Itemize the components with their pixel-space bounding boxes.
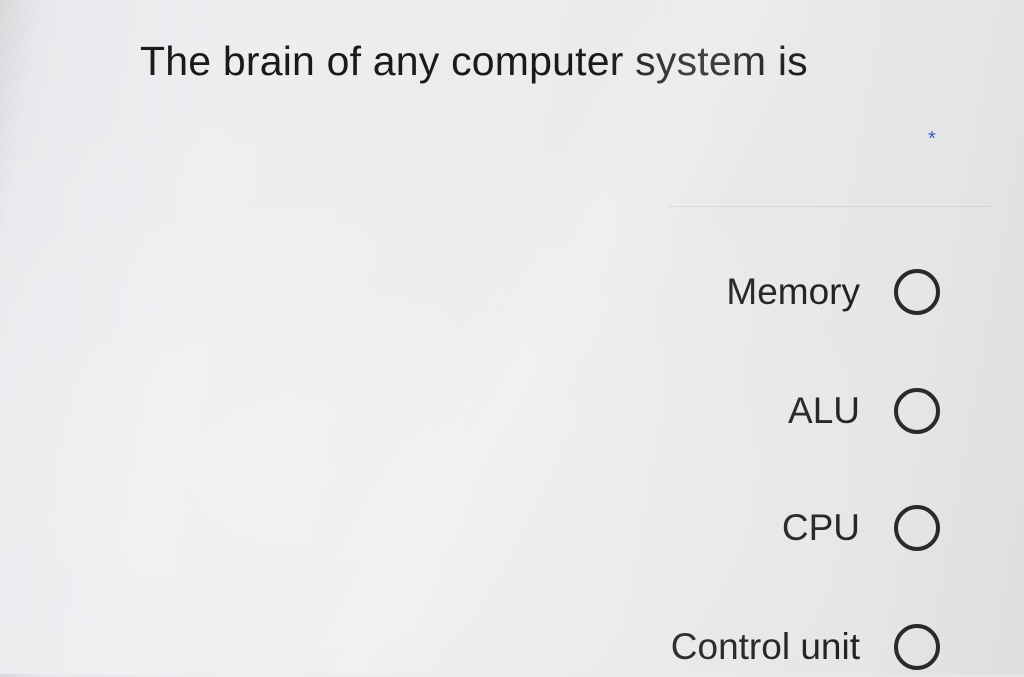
radio-button-alu[interactable] [894,388,940,434]
question-title: The brain of any computer system is [140,38,808,84]
option-memory[interactable]: Memory [726,262,940,322]
option-alu[interactable]: ALU [788,381,940,441]
radio-button-cpu[interactable] [894,505,940,551]
option-label: ALU [788,390,860,431]
divider [668,206,990,207]
radio-button-control-unit[interactable] [894,624,940,670]
option-label: Memory [726,271,860,312]
option-label: Control unit [670,626,860,667]
option-label: CPU [781,507,860,548]
required-marker: * [928,128,936,150]
option-control-unit[interactable]: Control unit [671,617,940,677]
radio-button-memory[interactable] [894,269,940,315]
option-cpu[interactable]: CPU [782,498,940,558]
